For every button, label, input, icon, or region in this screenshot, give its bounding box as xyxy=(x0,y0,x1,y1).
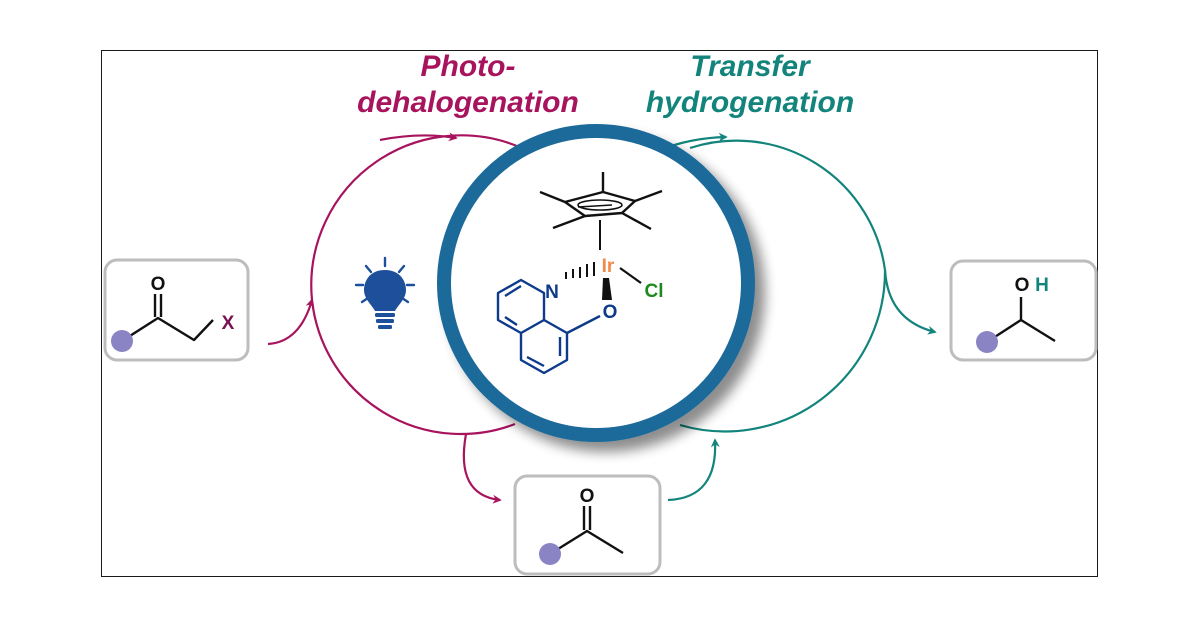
start-halogen: X xyxy=(222,313,235,334)
starting-material-box: O X xyxy=(103,258,250,362)
ir-cl-bond xyxy=(619,267,642,284)
quinolinolate-ligand xyxy=(496,278,601,375)
ir-n-hashed-bond xyxy=(565,262,595,279)
light-bulb-icon xyxy=(354,256,416,329)
catalyst-ring xyxy=(437,124,755,442)
acetone-to-transfer-arrow xyxy=(667,438,720,502)
ligand-oxygen-atom: O xyxy=(603,302,618,323)
photo-title-line1: Photo- xyxy=(421,50,516,83)
photo-cycle-upper-arc xyxy=(310,134,531,301)
photo-to-acetone-arrow xyxy=(462,433,502,504)
chloride-atom: Cl xyxy=(645,281,664,302)
nitrogen-atom: N xyxy=(545,282,559,303)
transfer-title-line2: hydrogenation xyxy=(646,86,854,119)
ir-o-wedge-bond xyxy=(602,278,612,300)
product-box: O H xyxy=(949,259,1098,362)
byproduct-oxygen: O xyxy=(580,486,595,507)
substituent-dot xyxy=(976,331,998,353)
product-oxygen: O xyxy=(1015,275,1030,296)
photo-cycle xyxy=(267,132,531,504)
photo-cycle-top-arrow xyxy=(379,132,458,142)
photo-cycle-lower-arc xyxy=(310,299,516,436)
substituent-dot xyxy=(111,330,133,352)
cp-star-ligand xyxy=(539,172,663,250)
substrate-entry-arrow xyxy=(267,298,315,346)
product-hydrogen: H xyxy=(1035,275,1049,296)
photo-title-line2: dehalogenation xyxy=(357,86,579,119)
product-exit-arrow xyxy=(883,269,937,335)
substituent-dot xyxy=(539,543,561,565)
byproduct-box: O xyxy=(513,474,662,576)
transfer-title-line1: Transfer xyxy=(690,50,812,83)
start-carbonyl-oxygen: O xyxy=(151,274,166,295)
transfer-cycle-lower-arc xyxy=(679,269,887,433)
iridium-atom: Ir xyxy=(602,256,615,277)
